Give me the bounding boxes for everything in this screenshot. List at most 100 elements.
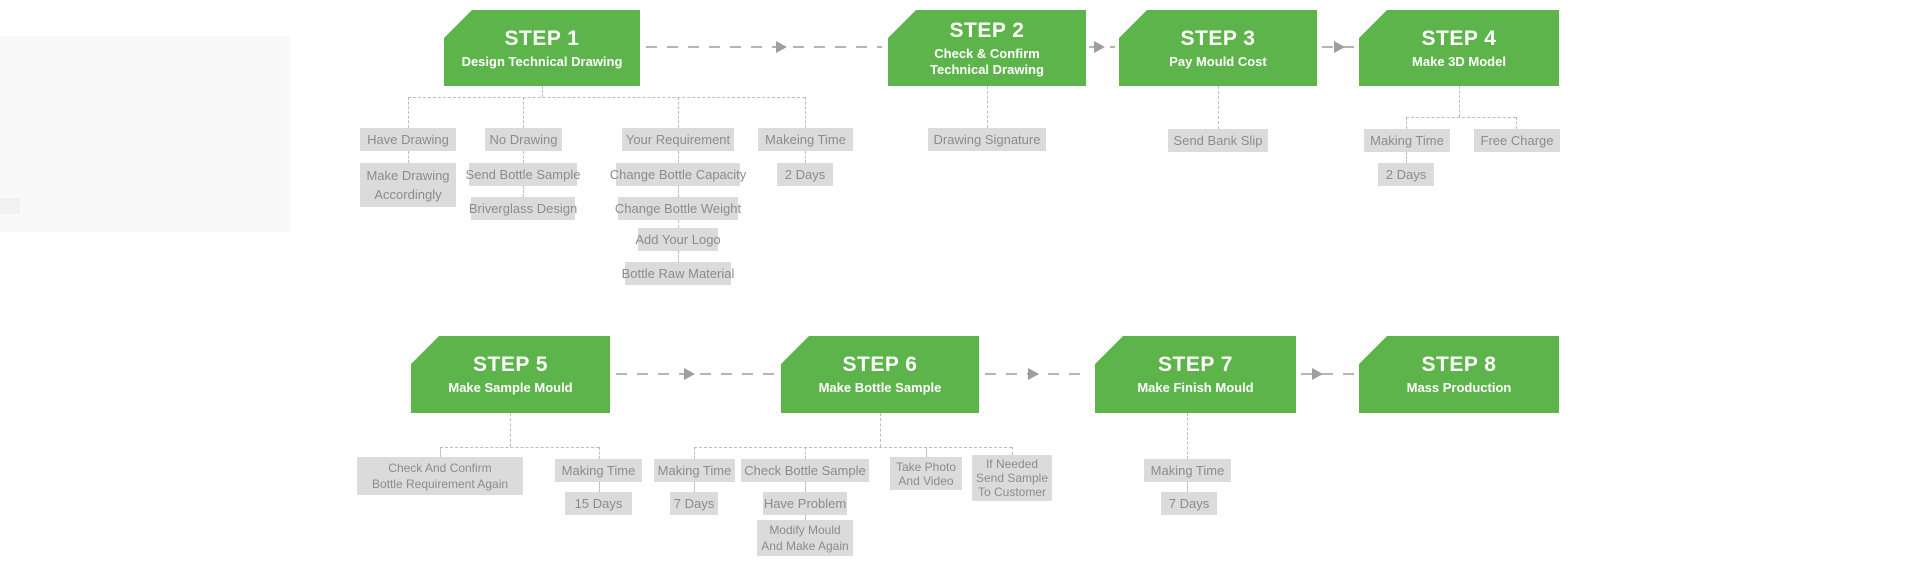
step-1-box: STEP 1 Design Technical Drawing xyxy=(444,10,640,86)
connector-line xyxy=(1187,413,1188,459)
note-briverglass-design: Briverglass Design xyxy=(469,197,577,220)
flow-arrow-line xyxy=(646,46,882,48)
step-2-title: STEP 2 xyxy=(949,18,1025,42)
step-7-title: STEP 7 xyxy=(1158,353,1233,376)
note-check-bottle-sample: Check Bottle Sample xyxy=(741,459,869,482)
connector-line xyxy=(408,151,409,163)
note-step6-making-time: Making Time xyxy=(654,459,735,482)
note-step4-2-days: 2 Days xyxy=(1378,163,1434,186)
connector-line xyxy=(678,186,679,197)
connector-line xyxy=(1012,447,1013,455)
connector-line xyxy=(440,447,441,457)
connector-line xyxy=(1187,482,1188,492)
step-6-box: STEP 6 Make Bottle Sample xyxy=(781,336,979,413)
note-have-drawing: Have Drawing xyxy=(360,128,456,151)
connector-line xyxy=(694,447,1012,448)
connector-line xyxy=(678,251,679,262)
connector-line xyxy=(523,97,524,128)
connector-line xyxy=(805,447,806,459)
connector-line xyxy=(408,97,409,128)
connector-line xyxy=(599,447,600,459)
connector-line xyxy=(805,97,806,128)
note-no-drawing: No Drawing xyxy=(485,128,562,151)
connector-line xyxy=(1406,117,1516,118)
step-7-subtitle: Make Finish Mould xyxy=(1137,380,1254,395)
connector-line xyxy=(678,151,679,163)
arrowhead-icon xyxy=(776,41,787,53)
arrowhead-icon xyxy=(1312,368,1323,380)
connector-line xyxy=(1459,86,1460,117)
connector-line xyxy=(542,86,543,97)
note-step7-making-time: Making Time xyxy=(1144,459,1231,482)
connector-line xyxy=(805,151,806,163)
note-have-problem: Have Problem xyxy=(763,492,847,515)
note-send-bank-slip: Send Bank Slip xyxy=(1168,129,1268,152)
arrowhead-icon xyxy=(684,368,695,380)
note-change-bottle-capacity: Change Bottle Capacity xyxy=(610,163,746,186)
arrowhead-icon xyxy=(1028,368,1039,380)
connector-line xyxy=(880,413,881,447)
connector-line xyxy=(678,97,679,128)
connector-line xyxy=(694,447,695,459)
step-4-subtitle: Make 3D Model xyxy=(1412,53,1506,69)
connector-line xyxy=(1218,86,1219,129)
connector-line xyxy=(510,413,511,447)
note-add-your-logo: Add Your Logo xyxy=(635,228,721,251)
step-6-subtitle: Make Bottle Sample xyxy=(818,380,942,395)
connector-line xyxy=(599,482,600,492)
note-step1-2-days: 2 Days xyxy=(777,163,833,186)
step-8-box: STEP 8 Mass Production xyxy=(1359,336,1559,413)
connector-line xyxy=(1516,117,1517,129)
step-7-box: STEP 7 Make Finish Mould xyxy=(1095,336,1296,413)
step-3-title: STEP 3 xyxy=(1180,26,1256,50)
connector-line xyxy=(805,482,806,492)
connector-line xyxy=(1406,117,1407,129)
step-3-box: STEP 3 Pay Mould Cost xyxy=(1119,10,1317,86)
note-step6-7-days: 7 Days xyxy=(670,492,718,515)
step-4-title: STEP 4 xyxy=(1421,26,1497,50)
connector-line xyxy=(1406,152,1407,163)
connector-line xyxy=(678,220,679,228)
connector-line xyxy=(523,186,524,197)
arrowhead-icon xyxy=(1334,41,1345,53)
connector-line xyxy=(694,482,695,492)
note-free-charge: Free Charge xyxy=(1474,129,1560,152)
step-6-title: STEP 6 xyxy=(842,353,918,376)
background-artifact xyxy=(0,36,290,232)
note-your-requirement: Your Requirement xyxy=(622,128,734,151)
note-drawing-signature: Drawing Signature xyxy=(928,128,1046,151)
connector-line xyxy=(805,515,806,520)
flow-arrow-line xyxy=(1301,373,1354,375)
connector-line xyxy=(408,97,805,98)
note-bottle-raw-material: Bottle Raw Material xyxy=(622,262,734,285)
step-1-title: STEP 1 xyxy=(504,26,580,50)
step-5-title: STEP 5 xyxy=(473,353,548,376)
step-4-box: STEP 4 Make 3D Model xyxy=(1359,10,1559,86)
note-send-bottle-sample: Send Bottle Sample xyxy=(466,163,580,186)
arrowhead-icon xyxy=(1094,41,1105,53)
connector-line xyxy=(440,447,599,448)
background-artifact xyxy=(0,198,20,214)
step-8-title: STEP 8 xyxy=(1421,353,1497,376)
step-8-subtitle: Mass Production xyxy=(1406,380,1512,395)
note-makeing-time: Makeing Time xyxy=(758,128,853,151)
step-3-subtitle: Pay Mould Cost xyxy=(1169,53,1267,69)
flow-arrow-line xyxy=(616,373,776,375)
connector-line xyxy=(926,447,927,457)
note-step4-making-time: Making Time xyxy=(1364,129,1450,152)
note-step7-7-days: 7 Days xyxy=(1161,492,1217,515)
connector-line xyxy=(523,151,524,163)
note-15-days: 15 Days xyxy=(565,492,632,515)
note-change-bottle-weight: Change Bottle Weight xyxy=(615,197,741,220)
note-step5-making-time: Making Time xyxy=(555,459,642,482)
connector-line xyxy=(987,86,988,128)
step-5-subtitle: Make Sample Mould xyxy=(448,380,573,395)
